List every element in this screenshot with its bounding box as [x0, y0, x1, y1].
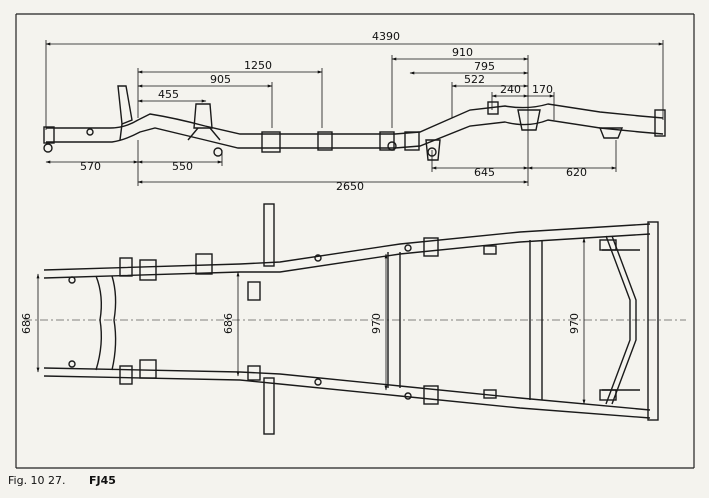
dim-550: 550	[172, 160, 193, 173]
dim-795: 795	[474, 60, 495, 73]
dim-522: 522	[464, 73, 485, 86]
dim-1250: 1250	[244, 59, 272, 72]
dim-455: 455	[158, 88, 179, 101]
plan-view-frame	[43, 203, 659, 435]
figure-number: Fig. 10 27.	[8, 474, 66, 487]
dim-686-inner: 686	[222, 313, 235, 334]
dim-905: 905	[210, 73, 231, 86]
dim-645: 645	[474, 166, 495, 179]
dim-2650: 2650	[336, 180, 364, 193]
dim-970-mid: 970	[370, 313, 383, 334]
side-view-frame-rail	[43, 85, 666, 161]
plan-view-dimension-labels: 686 686 970 970	[20, 313, 581, 334]
dim-570: 570	[80, 160, 101, 173]
dim-970-rear: 970	[568, 313, 581, 334]
side-view-dimension-lines	[45, 40, 664, 186]
figure-caption: Fig. 10 27. FJ45	[8, 474, 136, 487]
plan-view-dimension-lines	[36, 237, 586, 405]
dim-686-front: 686	[20, 313, 33, 334]
side-view-dimension-labels: 4390 1250 905 455 910 795 522 240 170 57…	[80, 30, 587, 193]
dim-4390: 4390	[372, 30, 400, 43]
figure-model: FJ45	[89, 474, 116, 487]
dim-910: 910	[452, 46, 473, 59]
dim-170: 170	[532, 83, 553, 96]
drawing-border	[15, 13, 695, 469]
dim-240: 240	[500, 83, 521, 96]
dim-620: 620	[566, 166, 587, 179]
